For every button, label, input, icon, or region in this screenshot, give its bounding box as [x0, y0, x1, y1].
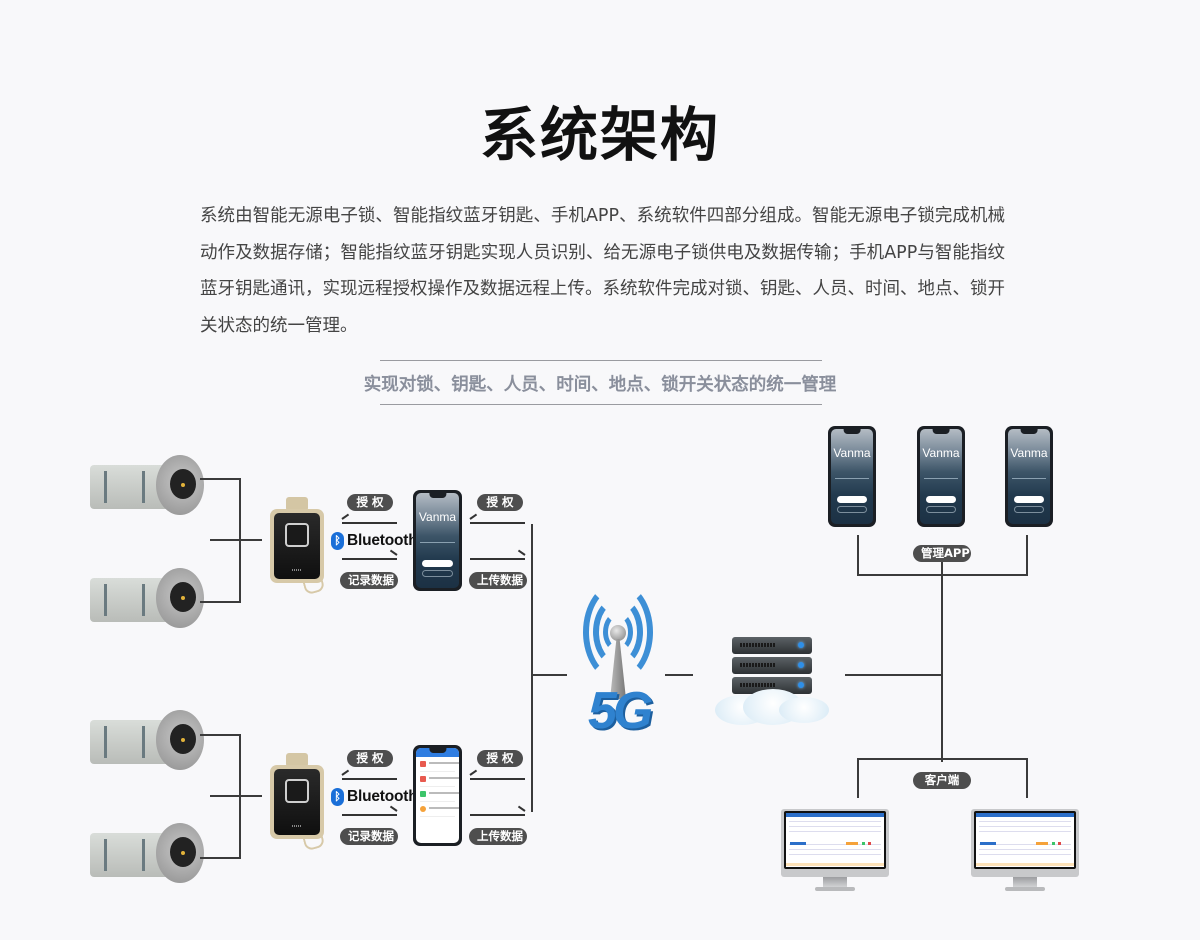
arrow-right-icon [470, 558, 525, 560]
arrow-right-icon [470, 814, 525, 816]
authorize-tag: 授 权 [347, 750, 393, 767]
authorize-tag: 授 权 [347, 494, 393, 511]
connector-line [200, 601, 240, 603]
connector-line [531, 674, 567, 676]
connector-line [857, 758, 1028, 760]
management-app-tag: 管理APP [913, 545, 971, 562]
bluetooth-icon: ᛒ [331, 532, 344, 550]
connector-line [857, 758, 859, 798]
arrow-left-icon [470, 522, 525, 524]
subtitle: 实现对锁、钥匙、人员、时间、地点、锁开关状态的统一管理 [363, 375, 837, 395]
page-title: 系统架构 [479, 101, 720, 169]
subtitle-bottom-divider [380, 404, 822, 405]
arrow-left-icon [342, 522, 397, 524]
management-app-phone: Vanma [917, 426, 965, 527]
phone-brand: Vanma [833, 446, 871, 461]
fingerprint-key-image [268, 753, 326, 863]
bluetooth-label: Bluetooth [347, 532, 418, 549]
authorize-tag: 授 权 [477, 494, 523, 511]
authorize-tag: 授 权 [477, 750, 523, 767]
connector-line [941, 555, 943, 762]
connector-line [1026, 758, 1028, 798]
connector-line [665, 674, 693, 676]
passive-lock-image [90, 710, 210, 772]
connector-line [1026, 535, 1028, 575]
bluetooth-label: Bluetooth [347, 788, 418, 805]
phone-brand: Vanma [1010, 446, 1048, 461]
connector-line [210, 795, 262, 797]
connector-line [200, 734, 240, 736]
mobile-app-phone: Vanma [413, 490, 462, 591]
phone-brand: Vanma [922, 446, 960, 461]
upload-data-tag: 上传数据 [469, 572, 527, 589]
mobile-app-phone [413, 745, 462, 846]
record-data-tag: 记录数据 [340, 828, 398, 845]
client-monitor [781, 809, 889, 893]
connector-line [531, 524, 533, 812]
connector-line [200, 478, 240, 480]
cloud-server-icon [715, 635, 830, 730]
fingerprint-key-image [268, 497, 326, 607]
management-app-phone: Vanma [828, 426, 876, 527]
passive-lock-image [90, 823, 210, 885]
passive-lock-image [90, 568, 210, 630]
connector-line [845, 674, 943, 676]
client-monitor [971, 809, 1079, 893]
bluetooth-logo: ᛒ Bluetooth ™ [331, 532, 427, 550]
network-5g-label: 5G [588, 682, 653, 740]
arrow-right-icon [342, 558, 397, 560]
subtitle-top-divider [380, 360, 822, 361]
record-data-tag: 记录数据 [340, 572, 398, 589]
page-description: 系统由智能无源电子锁、智能指纹蓝牙钥匙、手机APP、系统软件四部分组成。智能无源… [200, 206, 1005, 336]
arrow-right-icon [342, 814, 397, 816]
passive-lock-image [90, 455, 210, 517]
bluetooth-icon: ᛒ [331, 788, 344, 806]
upload-data-tag: 上传数据 [469, 828, 527, 845]
client-tag: 客户端 [913, 772, 971, 789]
connector-line [210, 539, 262, 541]
arrow-left-icon [470, 778, 525, 780]
connector-line [857, 535, 859, 575]
management-app-phone: Vanma [1005, 426, 1053, 527]
5g-tower-icon: 5G [566, 582, 672, 745]
connector-line [200, 857, 240, 859]
arrow-left-icon [342, 778, 397, 780]
phone-brand: Vanma [418, 510, 457, 525]
